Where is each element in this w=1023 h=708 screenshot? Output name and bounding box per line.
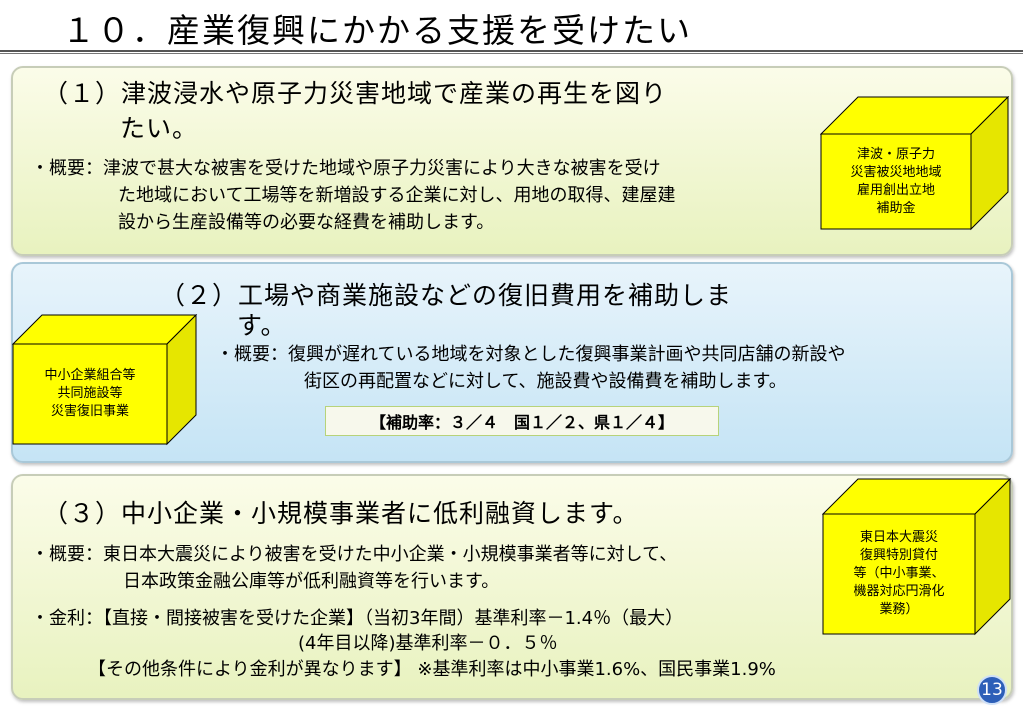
section3-interest-line3: 【その他条件により金利が異なります】 ※基準利率は中小事業1.6%、国民事業1.… (88, 659, 776, 680)
section1-heading-line1: （１）津波浸水や原子力災害地域で産業の再生を図り (43, 79, 668, 108)
section2-heading-line1: （２）工場や商業施設などの復旧費用を補助しま (160, 281, 733, 310)
section2-cube-label: 中小企業組合等 共同施設等 災害復旧事業 (44, 368, 136, 419)
title-divider (0, 50, 1023, 54)
section2-summary-line2: 街区の再配置などに対して、施設費や設備費を補助します。 (304, 371, 787, 392)
section3-cube-label: 東日本大震災 復興特別貸付 等（中小事業、 機器対応円滑化 業務） (853, 530, 945, 617)
section2-program-cube: 中小企業組合等 共同施設等 災害復旧事業 (12, 314, 198, 446)
slide-title: １０．産業復興にかかる支援を受けたい (62, 11, 692, 50)
cube-shape (820, 96, 1010, 231)
cube-shape (12, 314, 198, 446)
section1-summary-line1: ・概要：津波で甚大な被害を受けた地域や原子力災害により大きな被害を受け (31, 158, 661, 179)
section1-cube-label: 津波・原子力 災害被災地地域 雇用創出立地 補助金 (850, 146, 942, 216)
section1-summary-line2: た地域において工場等を新増設する企業に対し、用地の取得、建屋建 (118, 185, 676, 206)
section3-program-cube: 東日本大震災 復興特別貸付 等（中小事業、 機器対応円滑化 業務） (822, 478, 1012, 636)
section1-summary-line3: 設から生産設備等の必要な経費を補助します。 (118, 212, 495, 233)
cube-shape (822, 478, 1012, 636)
section3-heading: （３）中小企業・小規模事業者に低利融資します。 (43, 499, 639, 528)
subsidy-rate-box: 【補助率：３／４ 国１／２、県１／４】 (325, 406, 719, 436)
section2-heading-line2: す。 (237, 311, 287, 340)
section2-summary-line1: ・概要：復興が遅れている地域を対象とした復興事業計画や共同店舗の新設や (216, 344, 846, 365)
section1-heading-line2: たい。 (120, 114, 199, 143)
section1-program-cube: 津波・原子力 災害被災地地域 雇用創出立地 補助金 (820, 96, 1010, 231)
page-number-badge: 13 (977, 675, 1007, 705)
section3-summary-line1: ・概要：東日本大震災により被害を受けた中小企業・小規模事業者等に対して、 (31, 544, 678, 565)
section3-interest-line2: (4年目以降)基準利率－０．５％ (298, 633, 558, 654)
section3-summary-line2: 日本政策金融公庫等が低利融資等を行います。 (123, 571, 500, 592)
section3-interest-line1: ・金利：【直接・間接被害を受けた企業】（当初3年間）基準利率－1.4％（最大） (31, 608, 684, 629)
